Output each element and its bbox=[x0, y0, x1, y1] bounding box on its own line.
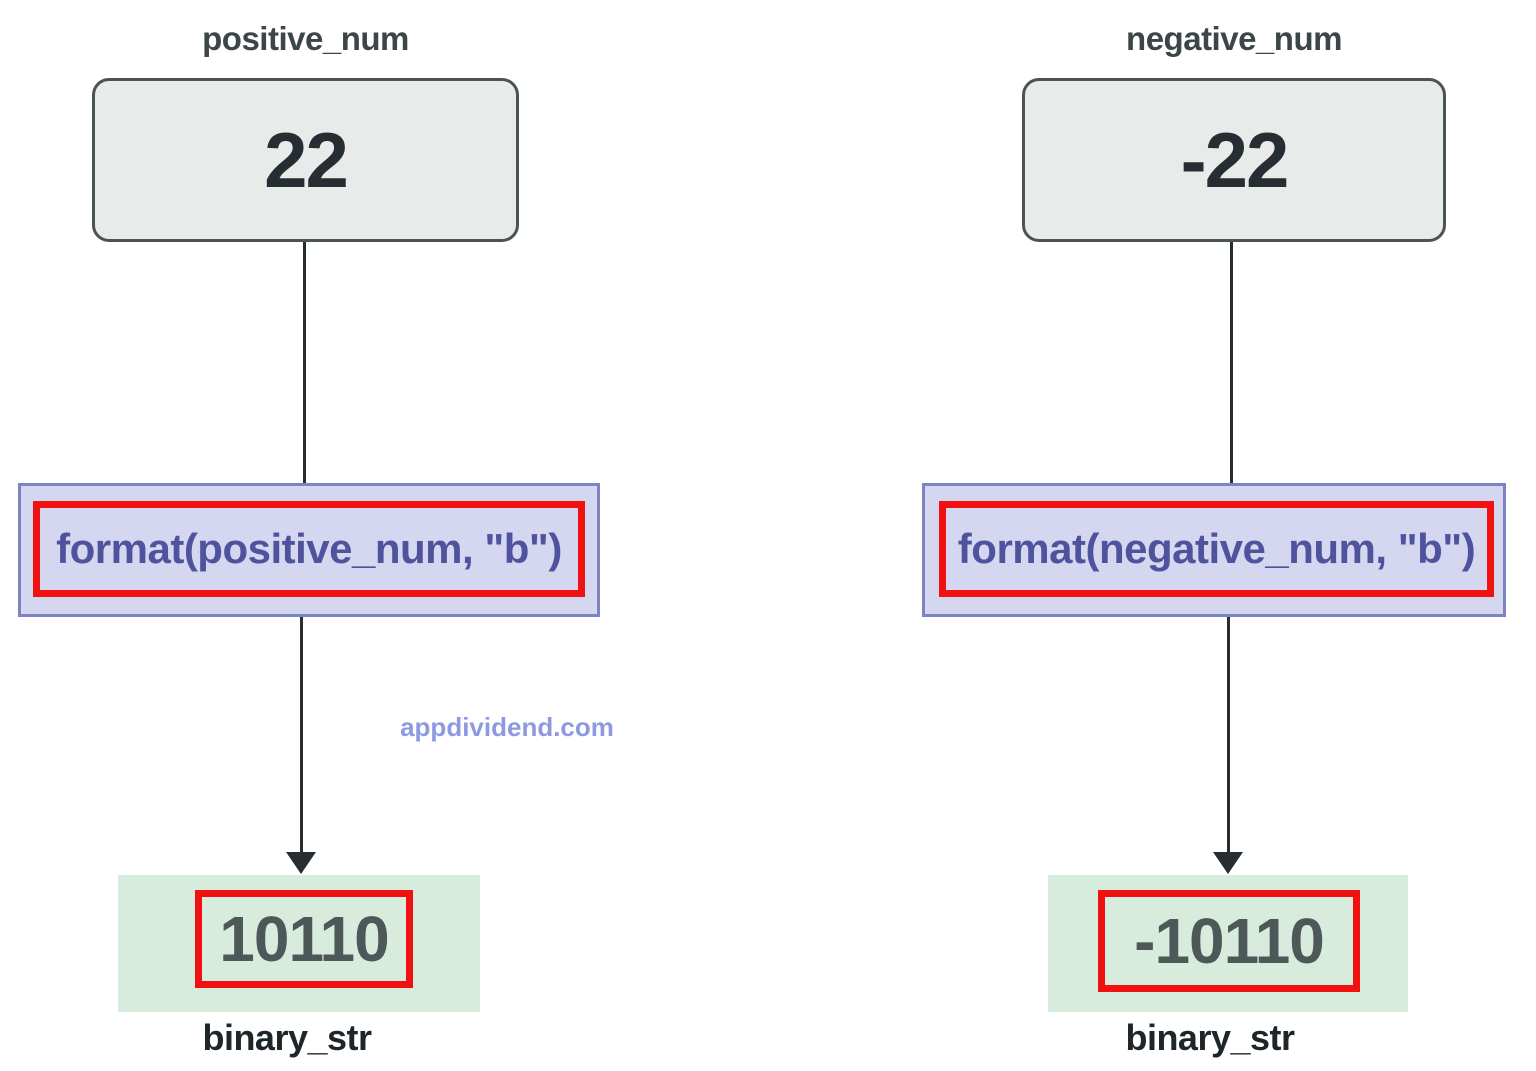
value-text-negative: -22 bbox=[1180, 115, 1290, 204]
function-call-text-positive: format(positive_num, "b") bbox=[56, 525, 562, 572]
red-highlight-frame-negative-result: -10110 bbox=[1098, 890, 1360, 992]
connector-line-positive-bottom bbox=[300, 617, 303, 853]
value-box-positive: 22 bbox=[92, 78, 519, 242]
red-highlight-frame-positive-function: format(positive_num, "b") bbox=[33, 501, 585, 597]
arrowhead-down-icon-positive bbox=[286, 852, 316, 874]
watermark-text: appdividend.com bbox=[400, 712, 614, 742]
variable-label-negative: negative_num bbox=[1126, 20, 1342, 57]
function-box-positive: format(positive_num, "b") bbox=[18, 483, 600, 617]
red-highlight-frame-positive-result: 10110 bbox=[195, 890, 413, 988]
result-label-positive: binary_str bbox=[202, 1017, 372, 1058]
result-text-negative: -10110 bbox=[1134, 905, 1325, 977]
function-call-text-negative: format(negative_num, "b") bbox=[957, 525, 1476, 572]
result-box-negative: -10110 bbox=[1048, 875, 1408, 1012]
result-label-negative: binary_str bbox=[1125, 1017, 1295, 1058]
variable-label-positive: positive_num bbox=[202, 20, 409, 57]
value-box-negative: -22 bbox=[1022, 78, 1446, 242]
arrowhead-down-icon-negative bbox=[1213, 852, 1243, 874]
value-text-positive: 22 bbox=[264, 115, 349, 204]
connector-line-negative-top bbox=[1230, 242, 1233, 483]
red-highlight-frame-negative-function: format(negative_num, "b") bbox=[939, 501, 1494, 597]
connector-line-negative-bottom bbox=[1227, 617, 1230, 853]
result-text-positive: 10110 bbox=[219, 903, 389, 975]
result-box-positive: 10110 bbox=[118, 875, 480, 1012]
connector-line-positive-top bbox=[303, 242, 306, 483]
function-box-negative: format(negative_num, "b") bbox=[922, 483, 1506, 617]
